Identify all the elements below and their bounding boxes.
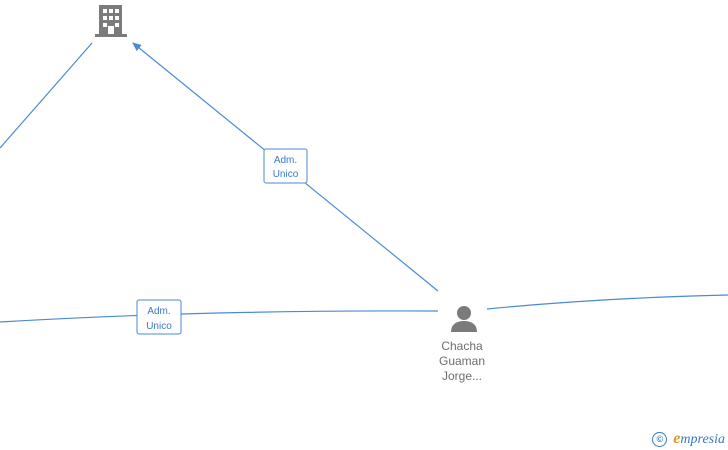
copyright-icon: © bbox=[652, 431, 668, 447]
brand-logo[interactable]: empresia bbox=[673, 430, 725, 448]
edge-person-offscreen-right bbox=[486, 294, 728, 310]
brand-initial: e bbox=[673, 430, 681, 447]
person-name-label[interactable]: Chacha Guaman Jorge... bbox=[417, 339, 507, 384]
company-node[interactable] bbox=[95, 5, 127, 37]
edge-label-line-2: Unico bbox=[146, 321, 172, 332]
edge-label-line-1: Adm. bbox=[274, 155, 297, 166]
person-node[interactable] bbox=[451, 306, 477, 332]
brand-name: mpresia bbox=[680, 432, 725, 447]
edge-label-adm-unico-top[interactable]: Adm. Unico bbox=[263, 148, 308, 184]
person-name-line-2: Guaman bbox=[438, 354, 486, 368]
footer-brand: © empresia bbox=[652, 429, 725, 449]
person-name-line-3: Jorge... bbox=[441, 369, 483, 383]
edge-label-line-2: Unico bbox=[273, 169, 299, 180]
building-icon bbox=[95, 5, 127, 37]
edge-company-offscreen-left bbox=[0, 42, 93, 149]
edge-left-person[interactable] bbox=[0, 310, 439, 323]
person-name-line-1: Chacha bbox=[441, 339, 483, 353]
edge-label-line-1: Adm. bbox=[147, 306, 170, 317]
edge-label-adm-unico-bottom[interactable]: Adm. Unico bbox=[136, 299, 182, 335]
person-icon bbox=[451, 306, 477, 332]
